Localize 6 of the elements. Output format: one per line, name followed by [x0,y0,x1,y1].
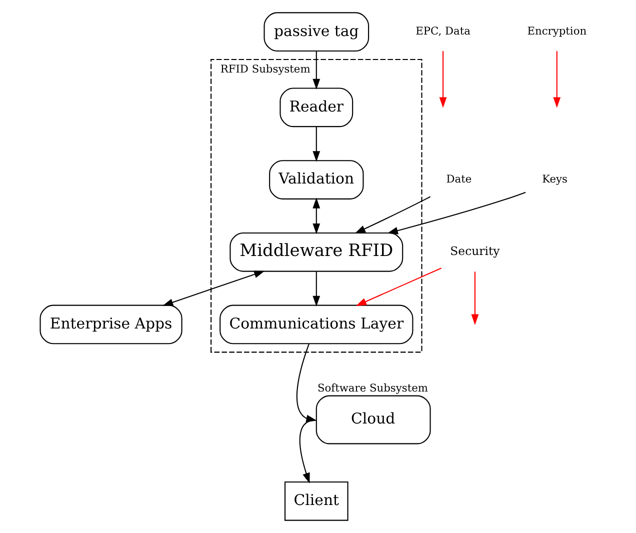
node-text: Security [450,244,500,258]
node-text: Date [446,172,472,186]
node-text: Encryption [527,24,587,38]
node-text: Keys [542,172,568,186]
node-label: Software Subsystem [317,382,428,395]
node-text: EPC, Data [416,24,470,38]
